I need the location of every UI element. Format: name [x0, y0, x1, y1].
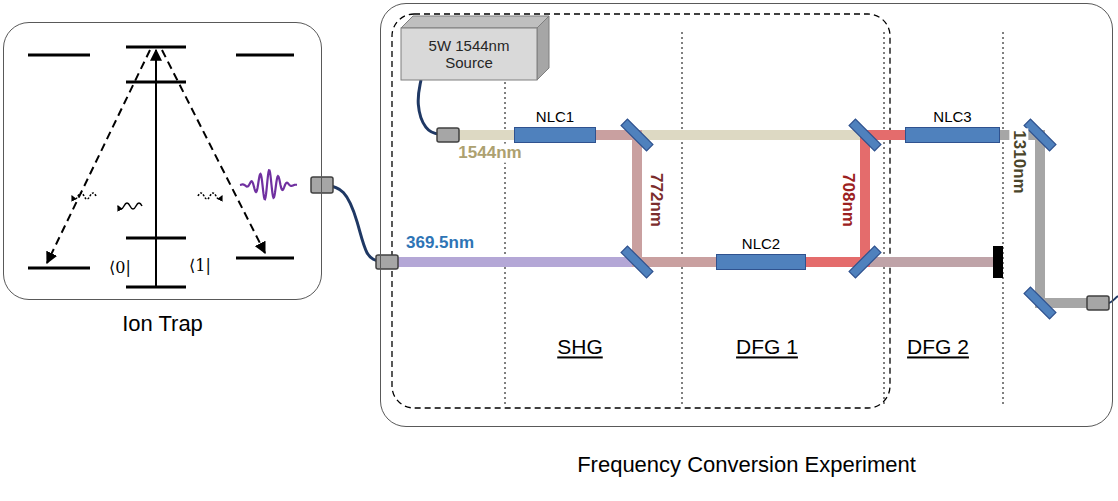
crystal-label: NLC3 [933, 108, 971, 125]
energy-level [126, 46, 186, 49]
laser-source-box: 5W 1544nm Source [401, 16, 549, 80]
crystal-label: NLC1 [536, 108, 574, 125]
enclosure-caption: Ion Trap [122, 311, 203, 336]
shg-beam-path [596, 135, 716, 262]
fiber-coupler [1087, 296, 1109, 310]
mirror [849, 246, 881, 278]
stage-label: DFG 2 [905, 335, 971, 358]
nonlinear-crystal: NLC1 [514, 127, 596, 143]
energy-level [28, 54, 90, 57]
nonlinear-crystal: NLC3 [905, 127, 1000, 143]
source-label: 5W 1544nm Source [401, 28, 537, 80]
stage-divider [1003, 32, 1004, 404]
experiment-enclosure: 5W 1544nm SourceNLC1NLC2NLC3Frequency Co… [380, 3, 1113, 427]
mirror [849, 246, 881, 278]
residual-beam [865, 257, 993, 267]
mirror [1024, 287, 1056, 319]
mirror [621, 246, 653, 278]
stage-divider [884, 32, 885, 404]
wavelength-label: 772nm [647, 171, 666, 229]
photon-squiggle [118, 203, 142, 209]
mirror [621, 246, 653, 278]
mirror [849, 119, 881, 151]
mirror [621, 119, 653, 151]
state-label: ⟨0| [107, 259, 133, 277]
wavelength-label: 1310nm [1010, 128, 1029, 195]
mirror [849, 119, 881, 151]
photon-squiggle [72, 193, 96, 199]
photon-wave-packet [240, 170, 297, 199]
beam-dump [993, 246, 1003, 278]
nonlinear-crystal: NLC2 [716, 254, 806, 270]
energy-level [28, 267, 90, 270]
box-front-face [401, 28, 537, 80]
dashed-enclosure [392, 14, 890, 408]
crystal-label: NLC2 [742, 235, 780, 252]
fiber-coupler [437, 128, 459, 142]
stage-label: SHG [555, 335, 605, 358]
stage-divider [505, 32, 506, 404]
fiber-coupler [311, 177, 333, 193]
energy-level [236, 54, 294, 57]
decay-arrow [162, 50, 265, 253]
decay-arrow [47, 50, 150, 263]
wavelength-label: 1544nm [456, 144, 523, 163]
mirror [1024, 287, 1056, 319]
energy-level [236, 257, 294, 260]
box-side-face [537, 16, 549, 80]
ion-trap-enclosure: Ion Trap [3, 22, 322, 300]
box-top-face [401, 16, 549, 28]
energy-levels [28, 47, 294, 287]
photon-squiggle [198, 193, 222, 199]
stage-divider [682, 32, 683, 404]
dfg-beam-path [806, 135, 905, 262]
enclosure-caption: Frequency Conversion Experiment [577, 452, 916, 477]
mirror [1024, 119, 1056, 151]
state-label: ⟨1| [187, 257, 213, 275]
wavelength-label: 708nm [839, 171, 858, 229]
excitation-arrow [155, 50, 157, 287]
mirror [621, 119, 653, 151]
fiber-pump-path [418, 80, 514, 135]
wavelength-label: 369.5nm [404, 234, 476, 253]
mirror [1024, 119, 1056, 151]
stage-label: DFG 1 [734, 335, 800, 358]
